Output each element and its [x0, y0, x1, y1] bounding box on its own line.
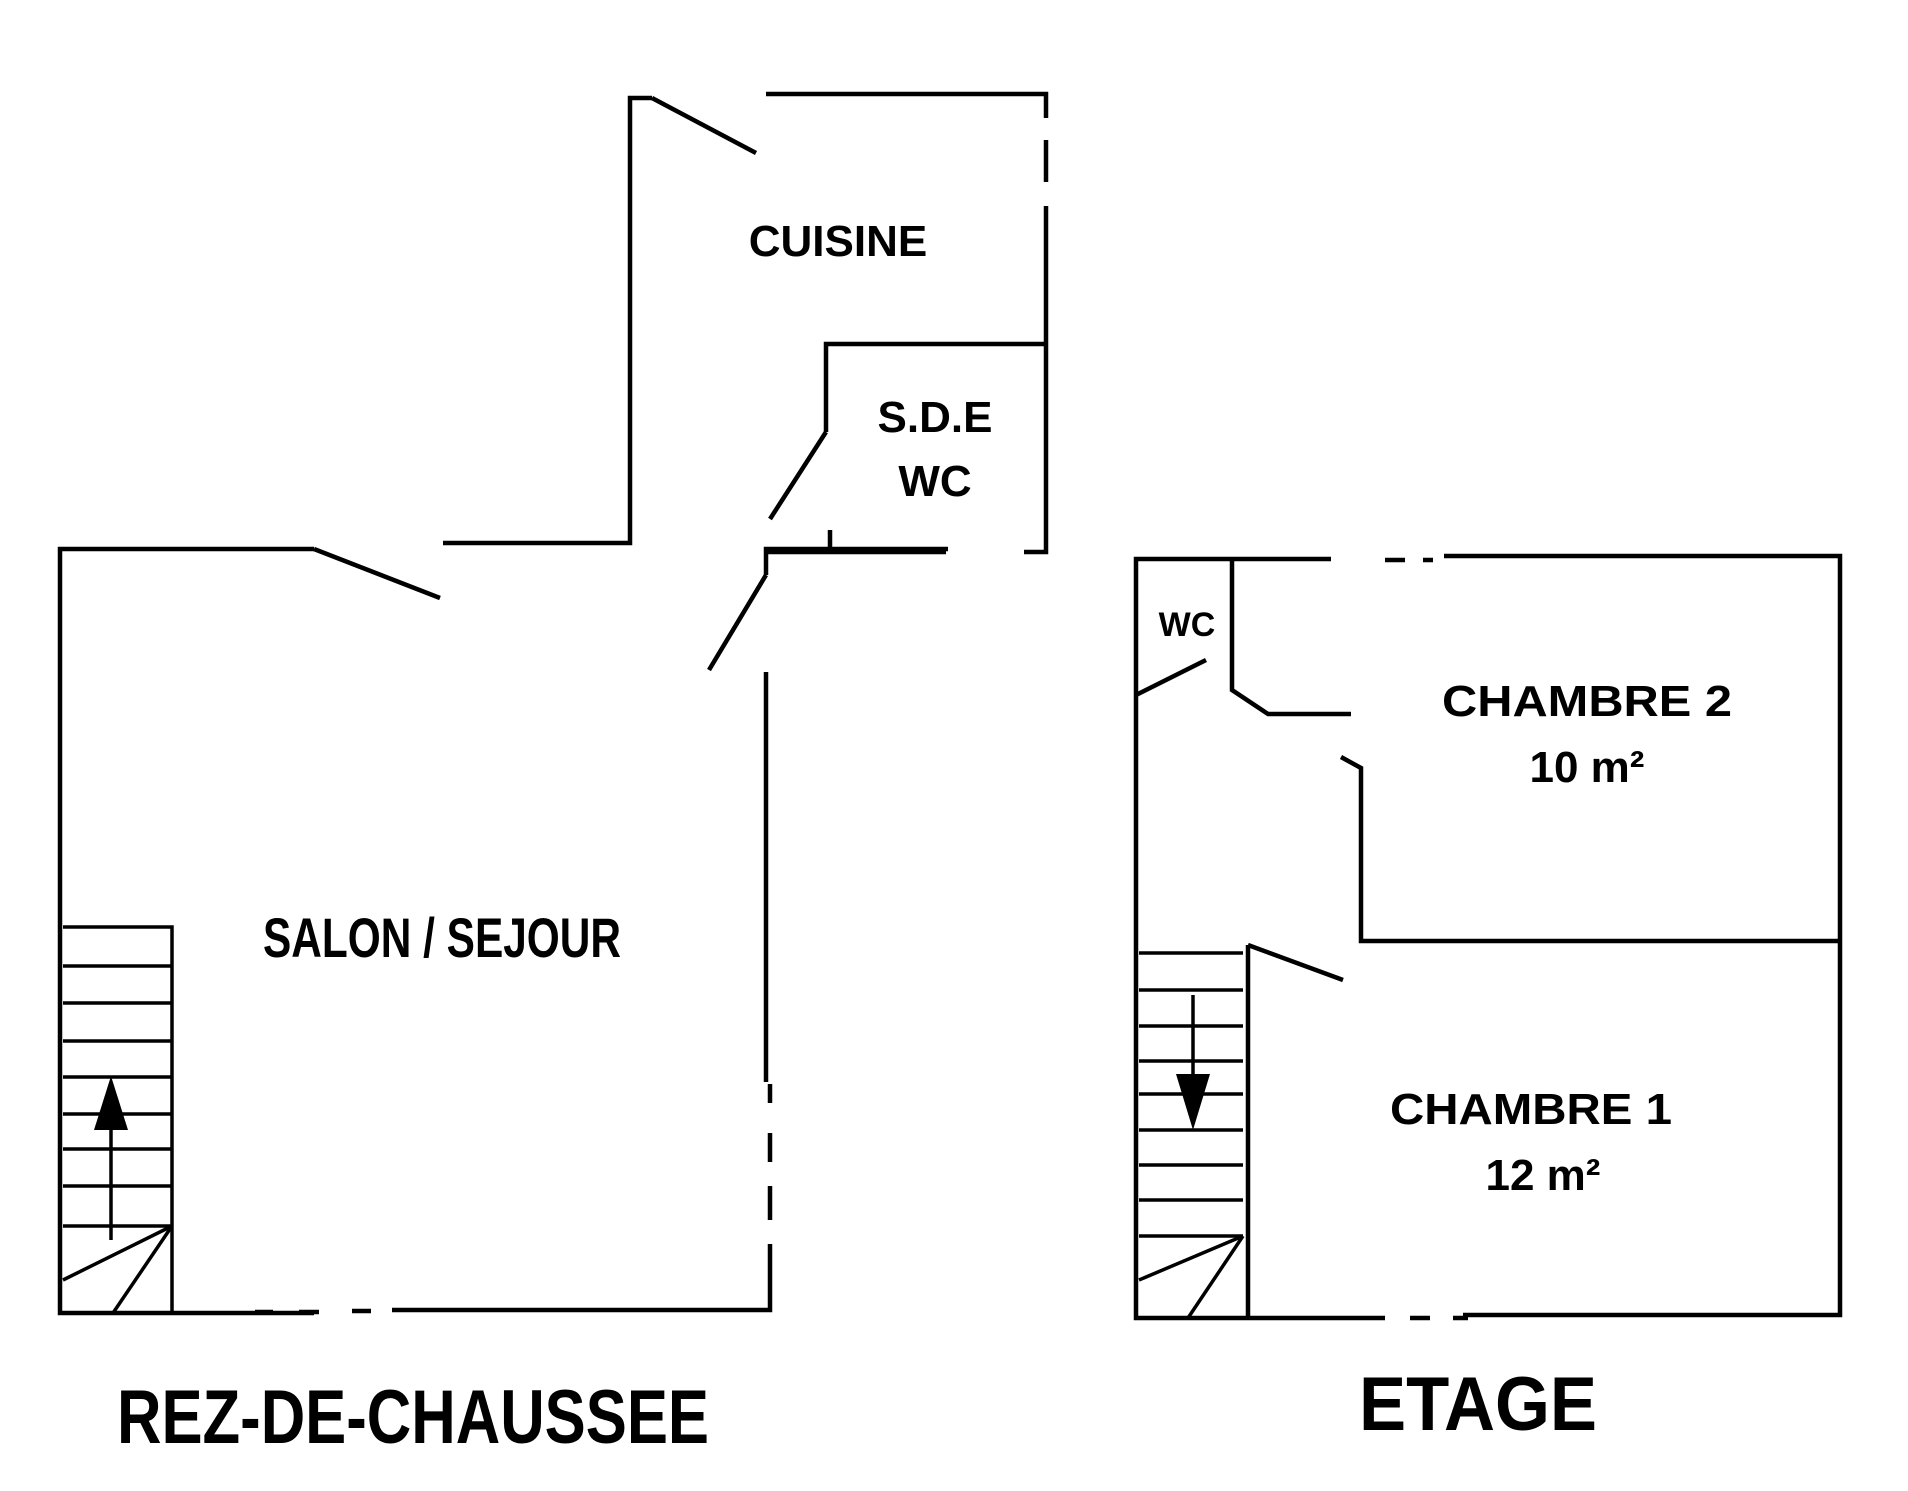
arrow-down-icon: [1176, 995, 1210, 1130]
room-label-chambre1: CHAMBRE 1: [1390, 1085, 1672, 1134]
door-swing-bathroom: [768, 430, 828, 521]
room-label-cuisine: CUISINE: [749, 217, 927, 266]
door-swing-upper-wc: [1134, 657, 1208, 698]
door-swing-entry: [313, 546, 441, 601]
staircase-upper: [1138, 951, 1245, 1319]
floor-title-upper: ETAGE: [1359, 1362, 1597, 1447]
door-swing-living: [707, 573, 768, 672]
upper-wc-walls: [1229, 559, 1351, 717]
door-swing-kitchen: [650, 96, 758, 155]
bedroom-partition: [1339, 755, 1840, 944]
room-label-upper-wc: WC: [1159, 606, 1216, 644]
room-label-chambre2-area: 10 m²: [1530, 743, 1645, 792]
bathroom-walls: [823, 341, 1046, 548]
room-label-chambre2: CHAMBRE 2: [1442, 677, 1732, 726]
upper-walls: [1133, 553, 1843, 1321]
floor-title-ground: REZ-DE-CHAUSSEE: [117, 1375, 709, 1460]
door-swing-chambre1: [1247, 942, 1344, 983]
ground-walls: [57, 91, 1049, 1316]
room-label-sde-wc: WC: [898, 457, 971, 506]
staircase-ground: [62, 925, 174, 1314]
room-label-chambre1-area: 12 m²: [1486, 1151, 1601, 1200]
ground-floor-plan: CUISINE S.D.E WC SALON / SEJOUR REZ-DE-C…: [57, 91, 1049, 1460]
arrow-up-icon: [94, 1076, 128, 1240]
room-label-salon: SALON / SEJOUR: [263, 906, 621, 969]
upper-floor-plan: WC CHAMBRE 2 10 m² CHAMBRE 1 12 m² ETAGE: [1133, 553, 1843, 1447]
room-label-sde: S.D.E: [878, 393, 993, 442]
